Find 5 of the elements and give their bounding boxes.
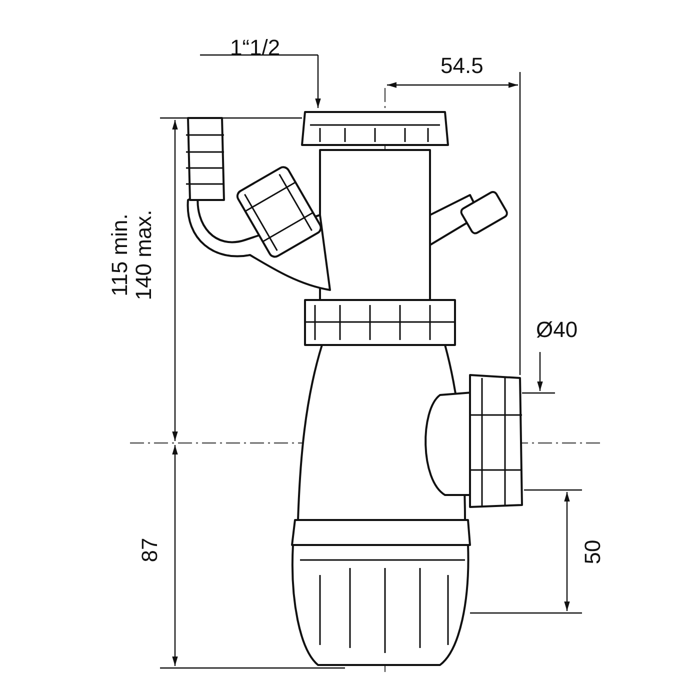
- dimension-label: 115 min. 140 max.: [108, 208, 156, 302]
- dimension-label: 87: [138, 538, 162, 562]
- dimension-label: 50: [581, 540, 606, 564]
- dimension-label: Ø40: [536, 318, 578, 342]
- dimension-label: 54.5: [440, 54, 484, 78]
